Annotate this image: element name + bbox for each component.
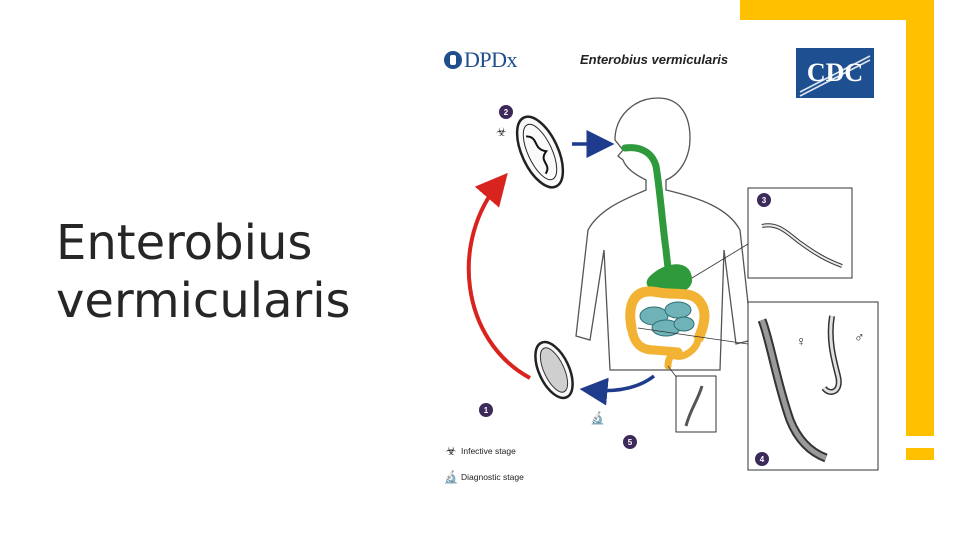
digestive-tract [621,144,710,370]
legend-label-infective: Infective stage [461,446,516,456]
human-body-outline [575,97,753,371]
dpdx-mark-icon [444,51,462,69]
step-badge-5: 5 [623,435,637,449]
step-badges: 1 2 3 4 5 [479,105,771,466]
colon-lower [627,325,683,357]
step-badge-3: 3 [757,193,771,207]
accent-bar-side [906,0,934,436]
cycle-arrow-red [466,172,531,380]
biohazard-icon: ☣ [445,444,457,458]
inset-adults: ♀ ♂ [747,301,879,471]
cdc-logo-text: CDC [807,58,863,87]
microscope-icon: 🔬 [443,470,459,484]
stomach [646,264,693,295]
slide-title-line1: Enterobius [56,215,313,271]
slide-title: Enterobius vermicularis [56,214,351,330]
diagram-heading: Enterobius vermicularis [580,52,729,67]
small-intestine [639,301,695,337]
accent-bar-top [740,0,934,20]
female-symbol: ♀ [796,333,807,349]
transmission-arrow-blue [579,374,656,406]
step-badge-1: 1 [479,403,493,417]
biohazard-icon: ☣ [496,125,507,139]
svg-text:2: 2 [504,108,509,117]
life-cycle-diagram: ♀ ♂ ☣ 🔬 1 2 3 4 5 [466,97,879,471]
egg-diagnostic [534,340,574,400]
rectum [664,336,702,370]
egg-infective [515,115,565,189]
legend-label-diagnostic: Diagnostic stage [461,472,524,482]
step-badge-4: 4 [755,452,769,466]
esophagus [621,144,672,272]
accent-bar-small [906,448,934,460]
svg-text:3: 3 [762,196,767,205]
microscope-icon: 🔬 [590,410,605,425]
svg-text:1: 1 [484,406,489,415]
dpdx-logo-text: DPDx [464,47,518,72]
inset-tape-test [675,375,717,433]
svg-text:4: 4 [760,455,765,464]
legend-item-infective: ☣ Infective stage [444,444,516,458]
slide-title-line2: vermicularis [56,273,351,329]
dpdx-logo: DPDx [444,47,518,72]
cdc-logo-background [796,48,874,98]
cdc-logo: CDC [796,48,874,98]
inset-larva [747,187,853,279]
male-symbol: ♂ [854,329,865,345]
svg-text:5: 5 [628,438,633,447]
colon [625,286,710,342]
cdc-logo-stripes [799,55,871,97]
step-badge-2: 2 [499,105,513,119]
legend-item-diagnostic: 🔬 Diagnostic stage [444,470,524,484]
